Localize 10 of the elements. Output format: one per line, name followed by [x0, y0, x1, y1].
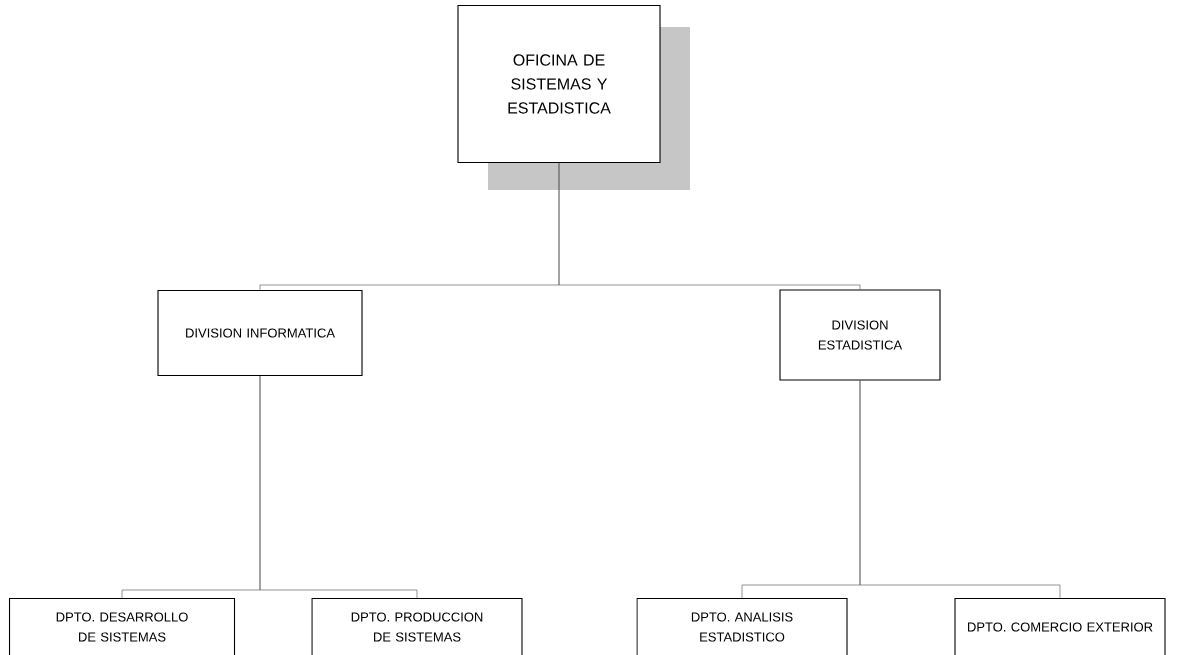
org-box: DPTO. PRODUCCION DE SISTEMAS: [311, 597, 523, 655]
org-box: DIVISION INFORMATICA: [157, 289, 363, 377]
connector-line: [558, 162, 861, 290]
org-box: DPTO. DESARROLLO DE SISTEMAS: [8, 597, 236, 655]
org-box: DPTO. ANALISIS ESTADISTICO: [636, 597, 848, 655]
connector-line: [259, 375, 418, 599]
org-box: DIVISION ESTADISTICA: [779, 289, 941, 381]
org-box: DPTO. COMERCIO EXTERIOR: [954, 597, 1166, 655]
org-box: OFICINA DE SISTEMAS Y ESTADISTICA: [457, 4, 661, 164]
connector-line: [859, 380, 1061, 599]
